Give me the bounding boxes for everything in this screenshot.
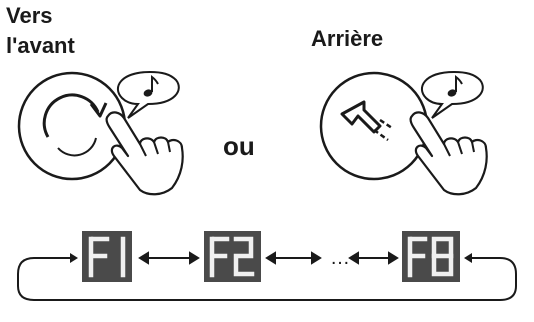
back-arrow-icon [340,100,393,142]
lcd-display-f8 [402,231,460,282]
musical-note-icon [447,74,463,97]
pointing-hand-icon [409,111,488,196]
lcd-display-f1 [82,231,132,282]
pointing-hand-icon [105,111,184,196]
sound-bubble-forward [116,70,180,119]
forward-label-line2: l'avant [6,33,75,58]
sequence-ellipsis: … [330,247,350,269]
musical-note-icon [143,74,159,97]
double-arrow-f1-f2 [138,251,200,265]
double-arrow-ellipsis-f8 [348,251,399,265]
rotating-arrow-icon [42,93,108,157]
forward-label-line1: Vers [6,3,53,28]
loop-arrowhead-f8 [464,253,472,263]
backward-button[interactable] [319,71,429,181]
loop-arrow [17,257,517,301]
forward-dial-button[interactable] [17,71,127,181]
or-label: ou [223,131,255,161]
sound-bubble-backward [420,70,484,119]
lcd-display-f2 [204,231,261,282]
loop-arrowhead-f1 [70,253,78,263]
double-arrow-f2-ellipsis [265,251,322,265]
backward-label: Arrière [311,26,384,51]
